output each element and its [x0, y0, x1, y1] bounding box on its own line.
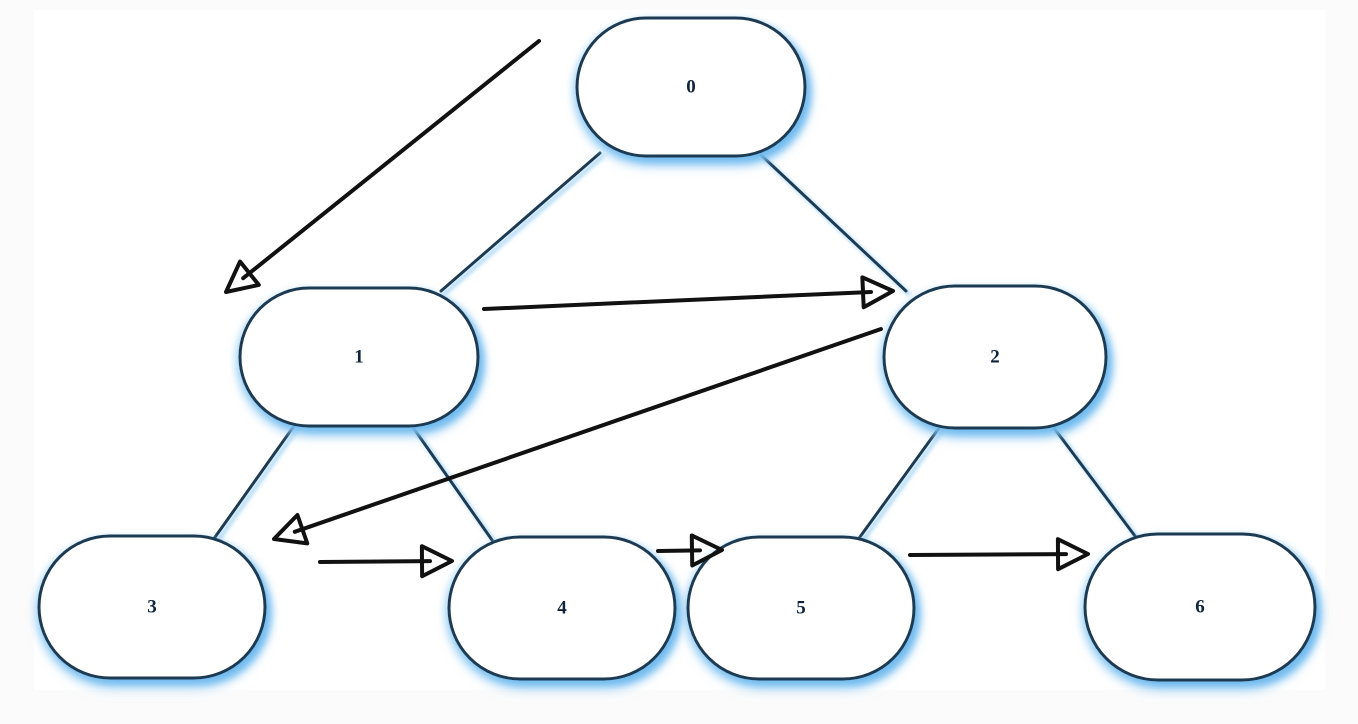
tree-edge-n0-n1 — [439, 151, 602, 293]
arrow-node-3-to-node-4 — [318, 544, 454, 579]
node-2[interactable]: 2 — [882, 284, 1108, 430]
node-6[interactable]: 6 — [1083, 532, 1317, 682]
node-label-5: 5 — [796, 597, 806, 618]
arrow-to-node-1 — [224, 39, 541, 294]
node-label-1: 1 — [354, 346, 364, 367]
tree-edge-n2-n5 — [855, 426, 941, 543]
tree-edges-layer — [211, 151, 1140, 543]
node-label-6: 6 — [1195, 596, 1205, 617]
tree-edge-n1-n4 — [410, 424, 494, 542]
node-5[interactable]: 5 — [686, 535, 916, 681]
arrow-node-5-to-node-6 — [908, 537, 1090, 572]
arrow-node-2-to-node-4-area — [272, 327, 883, 546]
nodes-layer: 0 1 2 3 4 5 6 — [37, 16, 1317, 682]
tree-edge-n2-n6 — [1052, 426, 1140, 542]
node-4[interactable]: 4 — [447, 535, 677, 681]
arrow-node-1-to-node-2 — [482, 275, 895, 311]
node-0[interactable]: 0 — [575, 16, 807, 158]
node-1[interactable]: 1 — [238, 286, 480, 428]
node-label-0: 0 — [686, 76, 696, 97]
tree-edge-n1-n3 — [211, 424, 296, 542]
tree-edge-n0-n2 — [759, 153, 908, 293]
node-3[interactable]: 3 — [37, 534, 267, 680]
arrow-node-4-to-node-5 — [656, 533, 724, 568]
node-label-2: 2 — [990, 346, 1000, 367]
node-label-3: 3 — [147, 596, 157, 617]
node-label-4: 4 — [557, 597, 567, 618]
arrows-layer — [224, 39, 1090, 579]
